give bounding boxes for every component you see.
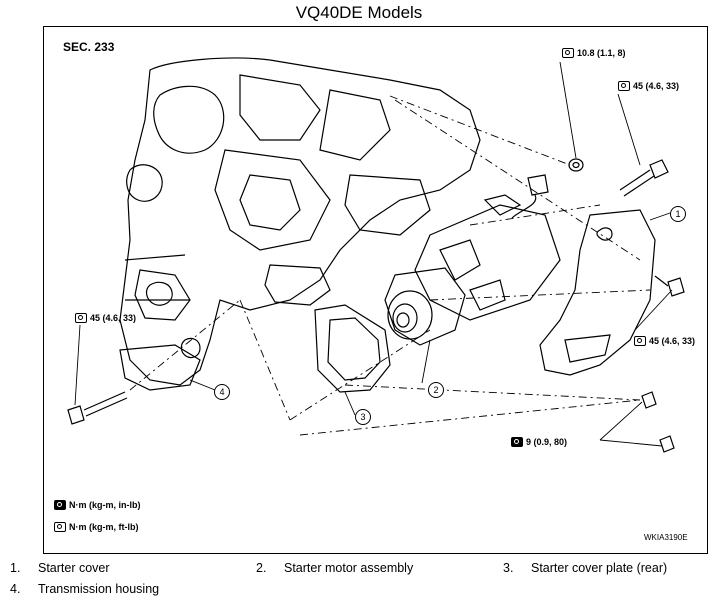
starter-motor-drawing — [384, 174, 561, 346]
torque-label-top-nut: 10.8 (1.1, 8) — [562, 48, 626, 58]
assembly-lines — [129, 95, 651, 436]
torque-wrench-icon — [634, 336, 646, 346]
callout-4: 4 — [214, 384, 230, 400]
leader-lines — [74, 61, 673, 447]
torque-wrench-icon — [618, 81, 630, 91]
callout-1: 1 — [670, 206, 686, 222]
diagram-title: VQ40DE Models — [295, 3, 423, 22]
torque-label-small-bolts: 9 (0.9, 80) — [511, 437, 567, 447]
diagram-frame — [43, 26, 708, 554]
starter-cover-plate-drawing — [314, 304, 391, 393]
torque-wrench-dark-icon — [54, 500, 66, 510]
callout-2: 2 — [428, 382, 444, 398]
figure-code: WKIA3190E — [644, 533, 688, 542]
torque-label-right-bolt: 45 (4.6, 33) — [634, 336, 695, 346]
callout-3: 3 — [355, 409, 371, 425]
torque-wrench-icon — [54, 522, 66, 532]
torque-wrench-icon — [562, 48, 574, 58]
starter-cover-drawing — [539, 209, 656, 376]
section-label: SEC. 233 — [63, 40, 115, 54]
torque-wrench-dark-icon — [511, 437, 523, 447]
torque-wrench-icon — [75, 313, 87, 323]
transmission-housing-drawing — [119, 57, 481, 391]
torque-label-top-bolt: 45 (4.6, 33) — [618, 81, 679, 91]
unit-legend-ft-lb: N·m (kg-m, ft-lb) — [54, 522, 139, 532]
unit-legend-in-lb: N·m (kg-m, in-lb) — [54, 500, 141, 510]
torque-label-left-bolt: 45 (4.6, 33) — [75, 313, 136, 323]
